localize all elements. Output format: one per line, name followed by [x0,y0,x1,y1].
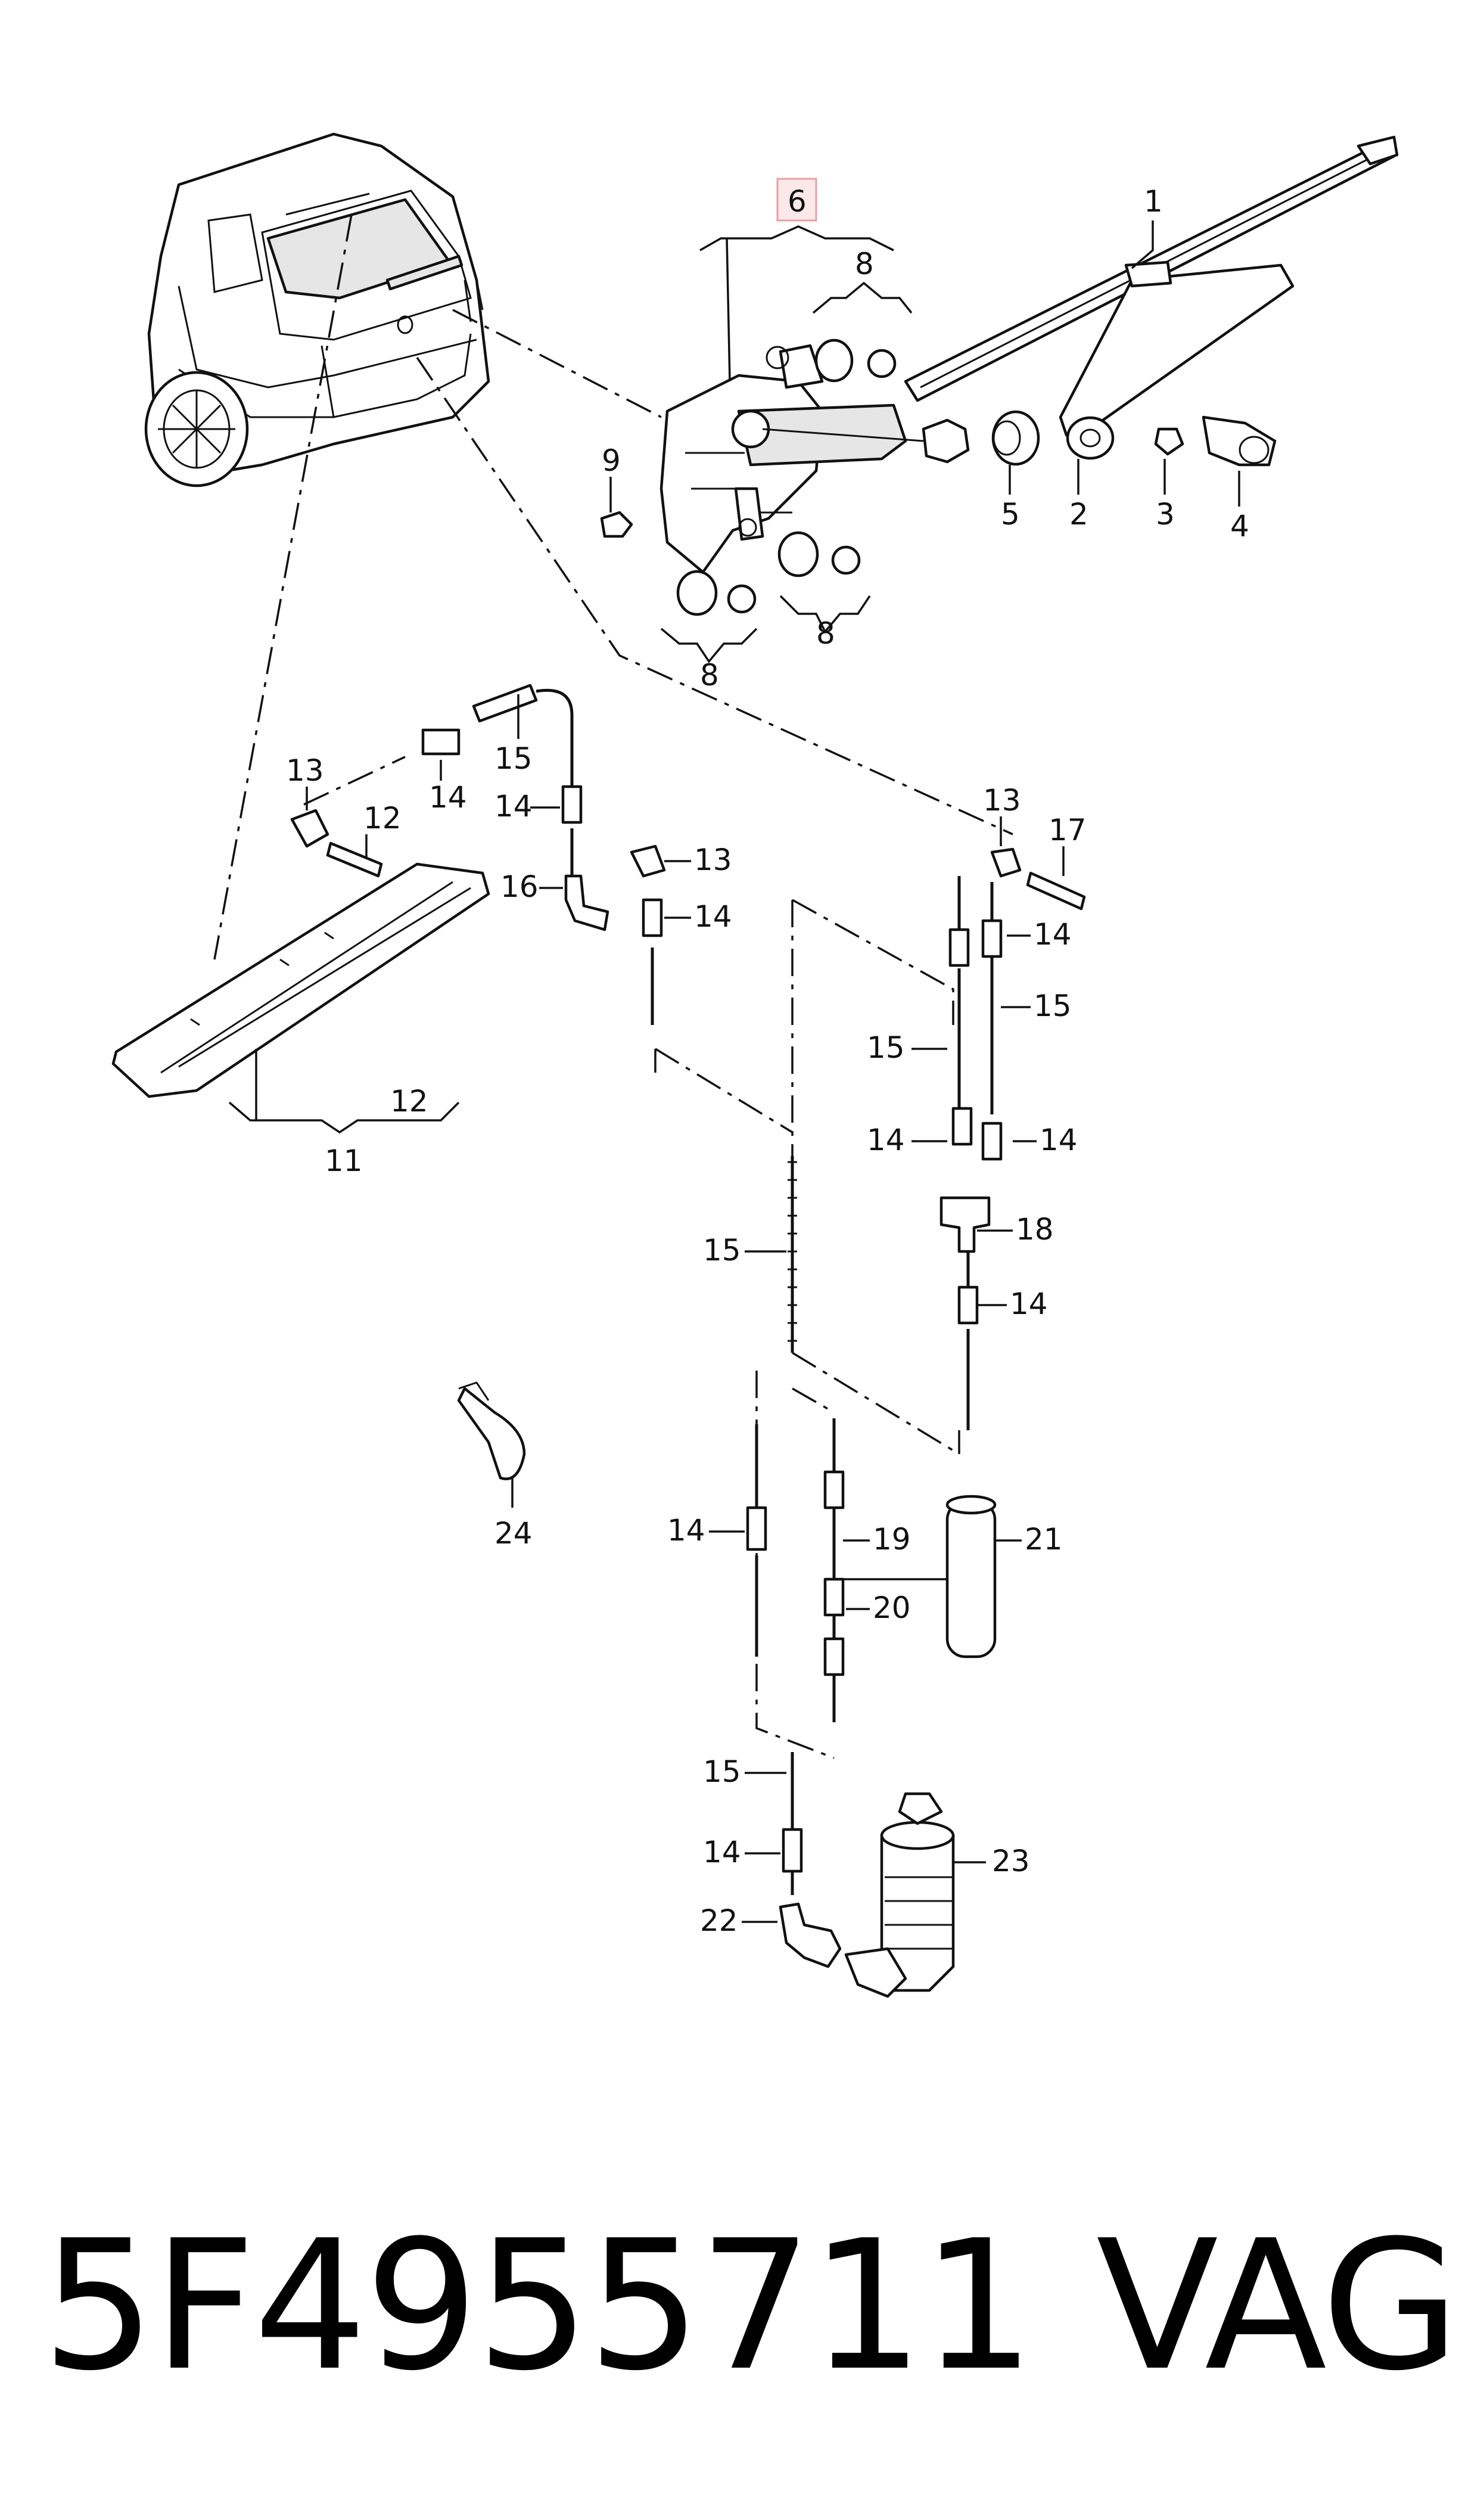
callout-8-top: 8 [855,247,874,281]
callout-17: 17 [1049,813,1087,847]
callout-14-b: 14 [494,789,533,824]
callout-14-c: 14 [694,899,732,934]
callout-14-d: 14 [1034,917,1072,952]
wiper-blade-and-arm [904,135,1399,460]
callout-15-a: 15 [494,741,533,776]
callout-15-c: 15 [867,1030,905,1065]
cable-tie [457,1381,526,1480]
spray-nozzles [326,841,1086,911]
callout-labels: 1 2 3 4 5 6 8 8 8 9 11 12 12 13 13 13 14… [286,184,1249,1938]
callout-14-g: 14 [1010,1287,1048,1321]
washer-pump [779,1792,955,1998]
hose-connectors [290,809,1022,931]
callout-14-h: 14 [667,1513,705,1548]
callout-8-bottom-right: 8 [816,616,835,651]
wiper-motor-assembly [600,338,1277,616]
callout-13-left: 13 [286,753,324,788]
callout-8-bottom-left: 8 [700,658,719,692]
callout-15-b: 15 [1034,989,1072,1023]
callout-13-right: 13 [983,783,1021,818]
callout-lines [228,220,1240,1923]
callout-23: 23 [992,1844,1030,1878]
callout-4: 4 [1230,509,1249,543]
callout-12-lower: 12 [390,1084,428,1119]
callout-20: 20 [873,1591,911,1625]
callout-16: 16 [500,869,539,904]
callout-19: 19 [873,1522,911,1557]
callout-15-e: 15 [703,1754,741,1789]
callout-5: 5 [1001,497,1020,532]
callout-15-d: 15 [703,1233,741,1268]
part-6-highlight-box [776,178,817,222]
callout-9: 9 [602,443,621,478]
callout-18: 18 [1016,1212,1054,1247]
part-number: 5F4955711 [42,2202,1035,2410]
callout-6: 6 [788,184,807,219]
washer-hoses [421,684,1003,1895]
brand-name: VAG [1096,2202,1460,2410]
callout-22: 22 [700,1903,738,1938]
callout-14-i: 14 [703,1835,741,1869]
callout-21: 21 [1025,1522,1063,1557]
callout-1: 1 [1144,184,1163,219]
callout-11: 11 [325,1144,363,1178]
vehicle-rear-illustration [144,132,490,487]
spoiler-brake-light [111,862,490,1098]
callout-3: 3 [1156,497,1175,532]
callout-14-f: 14 [1040,1123,1078,1157]
callout-14-e: 14 [867,1123,905,1157]
callout-14-a: 14 [429,780,467,815]
callout-13-center: 13 [694,843,732,877]
callout-2: 2 [1069,497,1088,532]
leader-lines [213,214,1013,1759]
callout-24: 24 [494,1516,533,1551]
callout-12-upper: 12 [363,801,402,835]
